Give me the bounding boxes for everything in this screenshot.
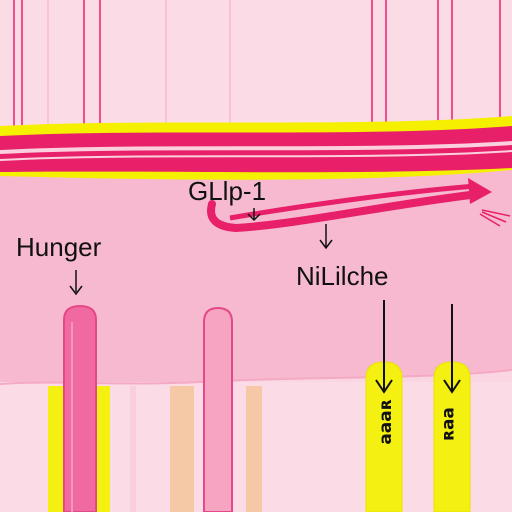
membrane-highlight-2 xyxy=(0,150,512,161)
upper-vertical-stripes xyxy=(13,0,501,128)
niche-label: NiLilche xyxy=(296,261,389,291)
glp-1-label: GLlp-1 xyxy=(188,176,267,206)
middle-tube xyxy=(203,306,233,512)
glp-to-niche-arrow xyxy=(319,224,333,250)
tube-2-label: ɐɐᴚ xyxy=(438,407,459,441)
niche-arrow-2 xyxy=(443,304,461,394)
glp-arrow-tail xyxy=(479,209,511,227)
glp-arrowhead xyxy=(468,178,492,204)
hunger-down-arrow xyxy=(69,270,83,296)
glp-curved-arrow xyxy=(207,190,482,233)
hunger-tube xyxy=(48,304,110,512)
tube-1-label: ᴚɐɐɐ xyxy=(376,399,397,445)
niche-arrow-1 xyxy=(375,300,393,394)
hunger-label: Hunger xyxy=(16,232,102,262)
upper-region xyxy=(0,0,512,130)
glp-arrow-upper xyxy=(229,183,477,221)
membrane-highlight xyxy=(0,141,512,154)
lower-stripes xyxy=(130,386,262,512)
glp-small-arrow xyxy=(247,208,261,222)
